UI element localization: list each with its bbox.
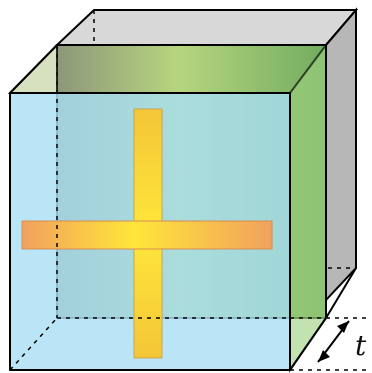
front-right-face bbox=[289, 42, 327, 373]
lower-right-diagonal-edge bbox=[289, 317, 327, 371]
thickness-arrow-head-bottom bbox=[318, 350, 330, 362]
back-top-face bbox=[54, 9, 359, 46]
rear-bottom-diagonal-edge bbox=[325, 267, 357, 319]
back-right-face bbox=[325, 7, 357, 303]
outer-box-outline bbox=[9, 9, 357, 94]
thickness-label: t bbox=[355, 329, 367, 362]
left-bottom-dashed-diagonal bbox=[9, 317, 58, 371]
cross-horizontal-bar bbox=[21, 220, 273, 250]
thickness-arrow-head-top bbox=[337, 321, 349, 333]
